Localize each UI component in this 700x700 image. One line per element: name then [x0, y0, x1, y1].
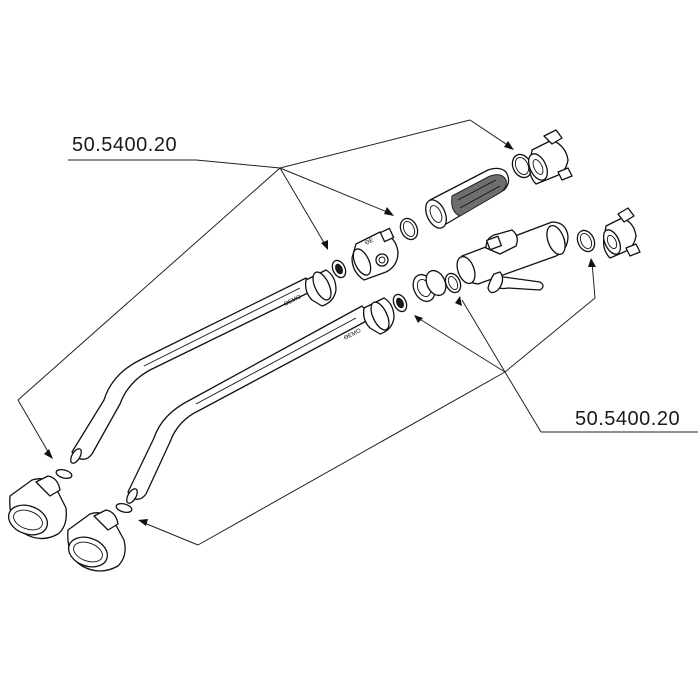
leader-line	[591, 261, 596, 299]
washer-dark	[335, 263, 343, 275]
valve-port-inner	[378, 256, 386, 264]
o-ring	[399, 217, 419, 241]
arrowheads	[44, 141, 596, 526]
leader-line	[469, 119, 513, 149]
nozzle-rim	[67, 536, 109, 568]
grip-sleeve	[451, 174, 507, 217]
o-ring-inner	[447, 275, 459, 291]
arrowhead	[588, 258, 596, 267]
nozzle-neck	[93, 509, 119, 531]
coupling-face	[602, 229, 622, 255]
gun-barrel-end	[546, 224, 566, 256]
leader-line	[504, 297, 596, 373]
leader-line	[195, 159, 281, 169]
upper-lance: ӨEMO	[70, 269, 337, 464]
nozzle-rim	[7, 504, 49, 536]
arrowhead	[44, 449, 53, 459]
lance-highlight	[143, 287, 301, 367]
top-leader-lines	[17, 119, 513, 456]
lance-tip	[70, 448, 82, 464]
arrowhead	[414, 315, 423, 323]
leader-line	[504, 371, 542, 433]
coupling-lug	[625, 243, 641, 257]
nozzle-head-upper	[7, 475, 67, 540]
lance-tube	[71, 277, 315, 460]
valve-port	[375, 253, 389, 267]
leader-line	[417, 317, 506, 373]
valve-inlet	[352, 248, 372, 276]
coupling-bore	[532, 159, 544, 175]
valve-brand-mark: ӨE	[364, 238, 374, 247]
coupling-lug	[617, 207, 635, 223]
nozzle-rim-inner	[73, 541, 103, 563]
grip-groove	[457, 179, 497, 201]
leader-line	[197, 371, 506, 546]
top-part-number: 50.5400.20	[72, 134, 177, 156]
o-ring-inner	[402, 220, 416, 238]
o-ring	[576, 229, 596, 253]
nozzle-neck	[35, 475, 61, 497]
tube-end-bore	[429, 205, 443, 223]
leader-line	[17, 399, 51, 456]
nozzle-rim-inner	[13, 509, 43, 531]
arrowhead	[138, 519, 148, 526]
leader-line	[279, 167, 327, 247]
leader-line	[461, 299, 506, 373]
lower-lance: ӨEMO	[126, 297, 395, 504]
o-ring	[444, 272, 462, 294]
right-coupling	[602, 207, 641, 259]
gun-lever	[487, 271, 504, 294]
arrowhead	[321, 240, 328, 250]
bottom-part-number: 50.5400.20	[575, 408, 680, 430]
valve-body: ӨE	[331, 227, 399, 281]
pistol-gun	[456, 221, 596, 294]
leader-line	[279, 119, 471, 169]
leader-line	[279, 167, 393, 215]
gun-nozzle	[456, 255, 476, 285]
adapter-rings	[392, 269, 462, 313]
coupling-lug	[557, 167, 573, 181]
arrowhead	[384, 207, 394, 216]
o-ring	[115, 502, 133, 514]
arrowhead	[504, 141, 514, 150]
lance-tube	[127, 305, 373, 500]
lance-nut-face	[312, 271, 332, 301]
adapter-ring	[425, 269, 447, 297]
o-ring	[55, 468, 73, 480]
o-ring-inner	[514, 157, 530, 175]
grip-groove	[459, 185, 501, 209]
tip-o-rings	[55, 468, 133, 514]
bottom-part-label-group: 50.5400.20	[541, 408, 698, 433]
top-part-label-group: 50.5400.20	[68, 134, 196, 161]
leader-line	[141, 521, 199, 546]
washer-dark	[396, 297, 404, 309]
coupling-lug	[543, 129, 563, 145]
o-ring-inner	[579, 232, 593, 250]
nozzle-head-lower	[67, 509, 126, 572]
lance-highlight	[195, 317, 357, 405]
valve-cap	[379, 227, 395, 243]
top-coupling	[511, 129, 573, 185]
leader-line	[17, 167, 281, 401]
coupling-bore	[606, 234, 618, 250]
lance-nut-face	[370, 301, 390, 331]
bottom-leader-lines	[141, 261, 596, 546]
grip-tube	[399, 167, 510, 241]
gun-knob	[486, 235, 502, 251]
lance-tip	[126, 488, 138, 504]
arrowhead	[455, 296, 462, 306]
